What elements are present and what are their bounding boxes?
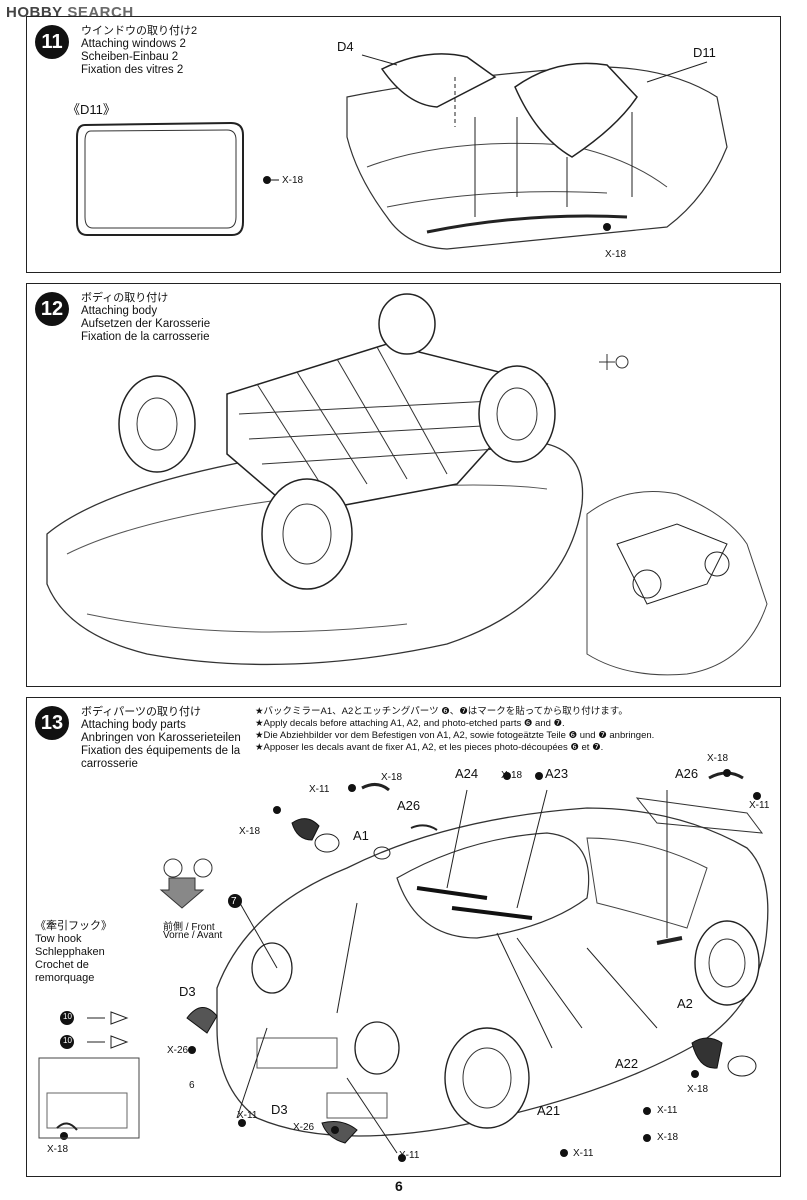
x26-label: X-26 xyxy=(167,1045,189,1056)
page-number: 6 xyxy=(395,1178,403,1194)
car-body-illustration xyxy=(38,769,769,1162)
step-number: 13 xyxy=(35,706,69,740)
step-title: ボディの取り付け Attaching body Aufsetzen der Ka… xyxy=(81,292,211,343)
a21-label: A21 xyxy=(537,1103,561,1118)
d4-label: D4 xyxy=(337,39,354,54)
front-label-fr: Vorne / Avant xyxy=(163,930,223,941)
part-label-d11: 《D11》 xyxy=(67,102,116,117)
x26-label: X-26 xyxy=(293,1122,315,1133)
etched-part-10: 10 xyxy=(63,1012,72,1021)
chassis-body-illustration xyxy=(46,293,768,676)
front-label-en: 前側 / Front xyxy=(163,922,215,933)
step-number: 11 xyxy=(35,25,69,59)
step-12-panel: 12 ボディの取り付け Attaching body Aufsetzen der… xyxy=(26,283,781,687)
a24-label: A24 xyxy=(455,766,479,781)
step-title: ウインドウの取り付け2 Attaching windows 2 Scheiben… xyxy=(81,25,198,76)
x18-label: X-18 xyxy=(687,1084,709,1095)
a26-label: A26 xyxy=(675,766,699,781)
a23-label: A23 xyxy=(545,766,569,781)
x18-label: X-18 xyxy=(501,770,523,781)
note-fr: ★Apposer les decals avant de fixer A1, A… xyxy=(255,742,604,753)
x18-label: X-18 xyxy=(707,753,729,764)
x18-label: X-18 xyxy=(239,826,261,837)
note-de: ★Die Abziehbilder vor dem Befestigen von… xyxy=(255,730,655,741)
x11-label: X-11 xyxy=(749,800,770,811)
x18-label: X-18 xyxy=(47,1144,69,1155)
d3-label: D3 xyxy=(271,1102,288,1117)
x11-label: X-11 xyxy=(657,1105,678,1116)
a2-label: A2 xyxy=(677,996,693,1011)
etched-part-7: 7 xyxy=(231,896,237,907)
d11-label: D11 xyxy=(693,45,716,60)
etched-part-6: 6 xyxy=(189,1080,195,1091)
note-jp: ★バックミラーA1、A2とエッチングパーツ ❻、❼はマークを貼ってから取り付けま… xyxy=(255,706,628,717)
x18-label: X-18 xyxy=(282,175,304,186)
windows-illustration xyxy=(76,53,728,250)
x18-label: X-18 xyxy=(605,249,627,260)
etched-part-10: 10 xyxy=(63,1036,72,1045)
a22-label: A22 xyxy=(615,1056,639,1071)
step-title: ボディパーツの取り付け Attaching body parts Anbring… xyxy=(81,706,241,770)
step-number: 12 xyxy=(35,292,69,326)
x11-label: X-11 xyxy=(573,1148,594,1159)
x11-label: X-11 xyxy=(237,1110,258,1121)
tow-hook-caption: 《牽引フック》 Tow hook Schlepphaken Crochet de… xyxy=(35,920,112,984)
assembly-notes: ★バックミラーA1、A2とエッチングパーツ ❻、❼はマークを貼ってから取り付けま… xyxy=(255,706,654,754)
step-11-panel: 11 ウインドウの取り付け2 Attaching windows 2 Schei… xyxy=(26,16,781,273)
x18-label: X-18 xyxy=(381,772,403,783)
x11-label: X-11 xyxy=(309,784,330,795)
a1-label: A1 xyxy=(353,828,369,843)
x18-label: X-18 xyxy=(657,1132,679,1143)
d3-label: D3 xyxy=(179,984,196,999)
x11-label: X-11 xyxy=(399,1150,420,1161)
note-en: ★Apply decals before attaching A1, A2, a… xyxy=(255,718,565,729)
a26-label: A26 xyxy=(397,798,421,813)
step-13-panel: 13 ボディパーツの取り付け Attaching body parts Anbr… xyxy=(26,697,781,1177)
